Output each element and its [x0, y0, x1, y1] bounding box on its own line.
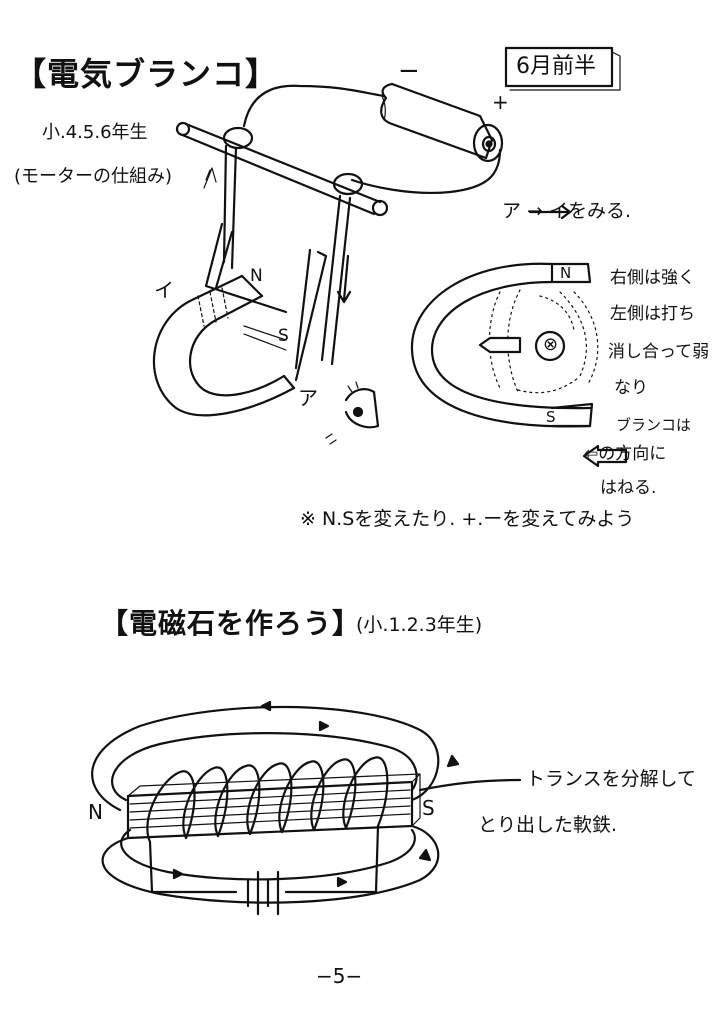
core-note-line1: トランスを分解して — [526, 768, 697, 790]
note-line: なり — [614, 378, 648, 398]
eye-icon — [325, 381, 380, 445]
wires — [242, 84, 502, 195]
section1-grade: 小.4.5.6年生 — [42, 122, 148, 143]
footnote: ※ N.Sを変えたり. +.ーを変えてみよう — [300, 508, 635, 530]
electromagnet-illustration — [91, 700, 522, 916]
minus-terminal-label: − — [398, 56, 420, 86]
note-line: ブランコは — [616, 416, 692, 434]
battery-illustration — [380, 82, 504, 163]
swing-axle — [175, 121, 389, 217]
magnet-large — [410, 262, 594, 428]
point-a-label: ア — [298, 386, 318, 410]
badge-frame — [504, 46, 621, 91]
schedule-badge: 6月前半 — [516, 54, 596, 79]
core-note-line2: とり出した軟鉄. — [478, 814, 618, 836]
page-number: −5− — [316, 964, 363, 988]
note-line: 左側は打ち — [610, 304, 695, 324]
note-line: ⇦の方向に — [584, 444, 667, 464]
magnet-small — [152, 274, 296, 417]
view-arrow — [528, 204, 572, 220]
view-caption: ア → イをみる. — [502, 200, 632, 222]
swing-coil — [203, 144, 352, 382]
point-i-label: イ — [154, 278, 174, 302]
pole-n-small: N — [250, 266, 263, 286]
section1-title: 【電気ブランコ】 — [14, 55, 279, 93]
current-into-page-symbol: ⊗ — [543, 334, 559, 355]
pole-s-large: S — [546, 408, 556, 426]
electromagnet-pole-s: S — [422, 796, 435, 820]
plus-terminal-label: + — [492, 90, 509, 114]
section2-grade: (小.1.2.3年生) — [356, 614, 483, 636]
note-line: 右側は強く — [610, 268, 695, 288]
electromagnet-pole-n: N — [88, 800, 103, 824]
note-line: はねる. — [600, 478, 657, 498]
pole-n-large: N — [560, 264, 572, 282]
hollow-arrow-left — [582, 444, 628, 468]
note-line: 消し合って弱く — [608, 342, 712, 362]
section1-subtitle: (モーターの仕組み) — [14, 166, 173, 187]
pole-s-small: S — [278, 326, 289, 346]
section2-title: 【電磁石を作ろう】 — [100, 607, 362, 640]
magnetic-field-lines — [478, 289, 599, 394]
